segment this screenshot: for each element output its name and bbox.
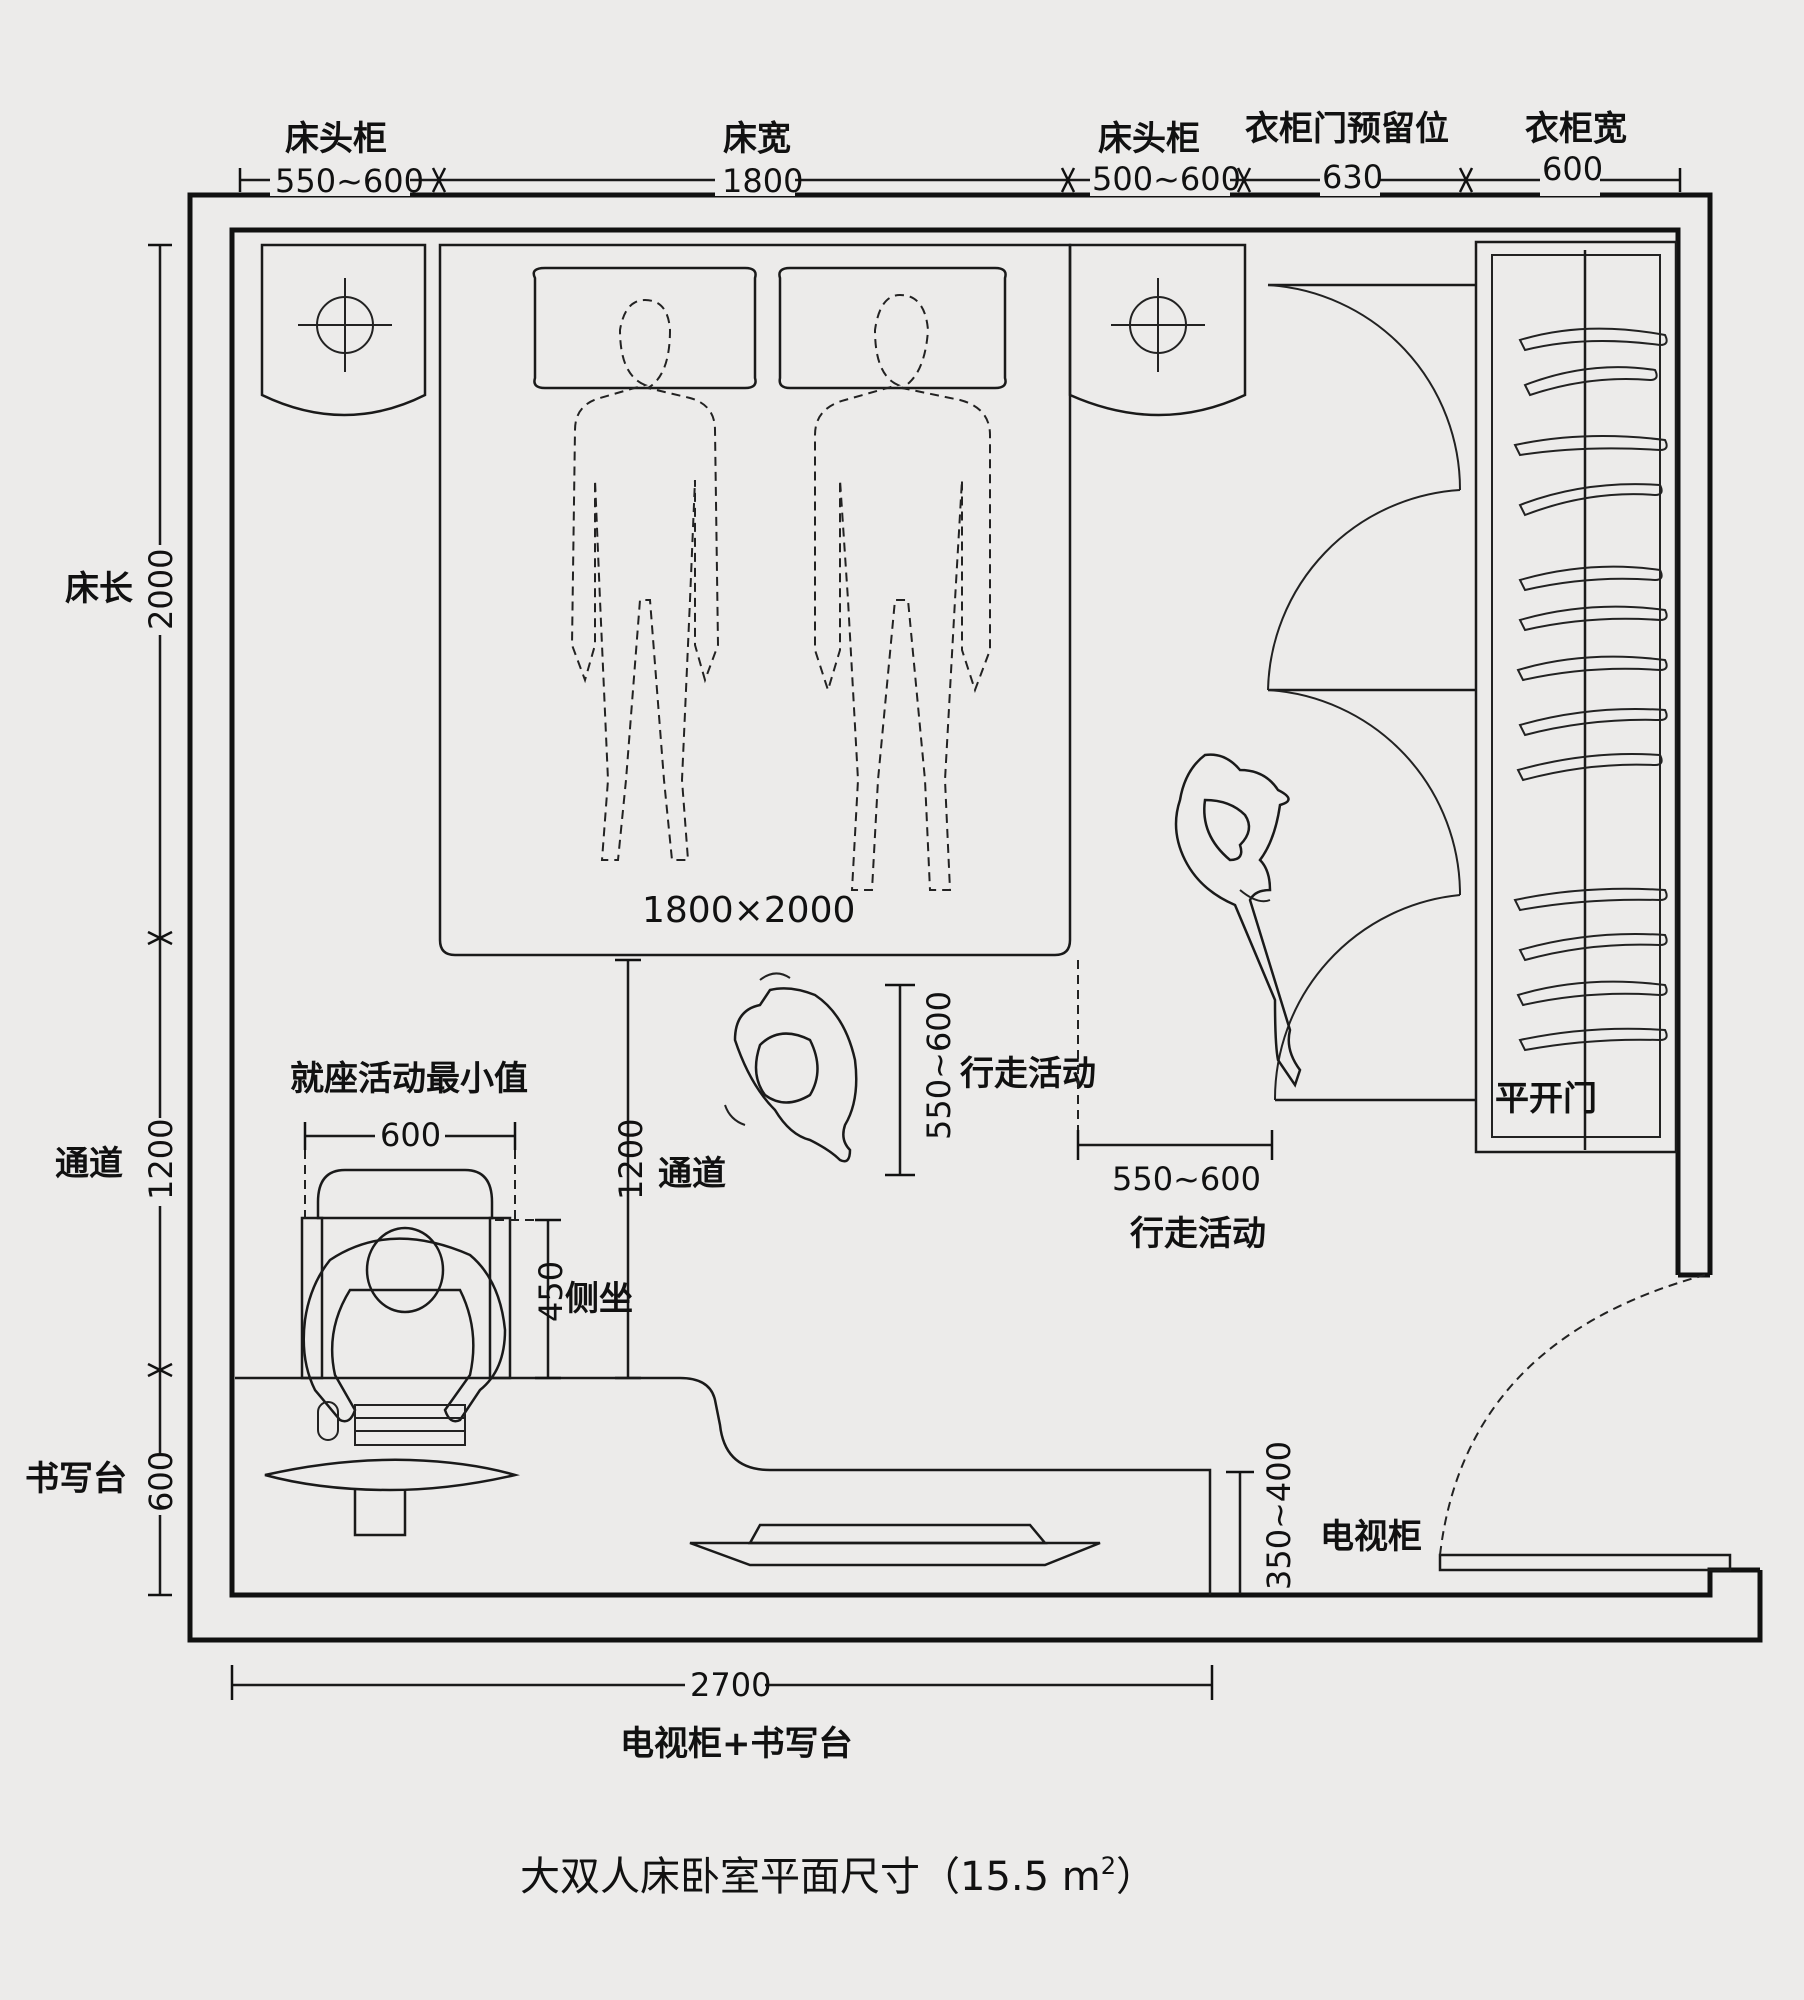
person-silhouette-left (570, 298, 720, 861)
dim-seating-width: 600 (380, 1116, 441, 1154)
left-dimension-line (144, 243, 176, 1597)
dim-walking-vertical: 550~600 (920, 991, 958, 1140)
seating-width-dimension (303, 1116, 517, 1225)
dim-aisle-left: 1200 (142, 1119, 180, 1200)
label-swing-door: 平开门 (1495, 1079, 1597, 1119)
entry-door-swing-arc (1439, 1274, 1706, 1556)
tv (689, 1523, 1101, 1567)
door-swing-arc-2 (1267, 489, 1461, 691)
label-aisle-center: 通道 (658, 1154, 726, 1194)
label-seating-min: 就座活动最小值 (290, 1059, 528, 1099)
wardrobe (1267, 240, 1678, 1154)
person-walking (724, 972, 858, 1163)
label-wardrobe-door-space: 衣柜门预留位 (1245, 109, 1449, 149)
dim-wardrobe-width: 600 (1542, 150, 1603, 188)
person-opening-wardrobe (1174, 753, 1302, 1088)
room-walls (187, 192, 1763, 1643)
figure-caption: 大双人床卧室平面尺寸（15.5 m2） (520, 1852, 1156, 1900)
keyboard (354, 1404, 466, 1446)
mouse (317, 1401, 339, 1441)
person-silhouette-right (814, 293, 991, 891)
dim-aisle-center: 1200 (612, 1119, 650, 1200)
dim-bottom-width: 2700 (690, 1666, 771, 1704)
label-bed-width: 床宽 (723, 119, 791, 159)
walking-vertical-dimension (885, 983, 915, 1177)
bottom-dimension-line (230, 1665, 1214, 1702)
walking-horizontal-dimension (1076, 960, 1274, 1160)
label-wardrobe-width: 衣柜宽 (1525, 109, 1627, 149)
seated-person (302, 1226, 507, 1423)
door-swing-arc-4 (1273, 894, 1461, 1101)
nightstand-right (1068, 243, 1247, 417)
label-nightstand-left: 床头柜 (285, 119, 387, 159)
nightstand-left (260, 243, 427, 417)
door-swing-arc-1 (1267, 284, 1462, 491)
label-nightstand-right: 床头柜 (1098, 119, 1200, 159)
pillow-right (778, 266, 1007, 390)
side-seat-dimension (495, 1218, 561, 1380)
label-tv-cabinet: 电视柜 (1320, 1517, 1422, 1557)
top-dimension-line (238, 160, 1682, 196)
label-bed-length: 床长 (65, 569, 133, 609)
dim-bed-width: 1800 (722, 162, 803, 200)
pillow-left (532, 266, 757, 390)
bed-size-label: 1800×2000 (642, 890, 855, 931)
double-bed (438, 243, 1072, 957)
label-bottom-width: 电视柜+书写台 (620, 1724, 853, 1764)
label-walking-horizontal: 行走活动 (1130, 1214, 1266, 1254)
tv-cabinet-depth-dimension (1226, 1470, 1254, 1597)
label-aisle-left: 通道 (55, 1144, 123, 1184)
dim-bed-length: 2000 (142, 549, 180, 630)
computer-monitor (264, 1458, 520, 1537)
label-side-seat: 侧坐 (565, 1279, 633, 1319)
dim-desk-depth: 600 (142, 1451, 180, 1512)
label-desk: 书写台 (25, 1459, 127, 1499)
dim-nightstand-right: 500~600 (1092, 160, 1241, 198)
desk-chair (300, 1168, 512, 1380)
hangers (1513, 327, 1668, 1052)
dim-side-seat: 450 (532, 1261, 570, 1322)
dim-wardrobe-door-space: 630 (1322, 158, 1383, 196)
door-swing-arc-3 (1267, 689, 1462, 896)
dim-walking-horizontal: 550~600 (1112, 1160, 1261, 1198)
dim-tv-cabinet-depth: 350~400 (1260, 1441, 1298, 1590)
desk-tv-counter (235, 1376, 1212, 1595)
label-walking-vertical: 行走活动 (960, 1054, 1096, 1094)
dim-nightstand-left: 550~600 (275, 162, 424, 200)
